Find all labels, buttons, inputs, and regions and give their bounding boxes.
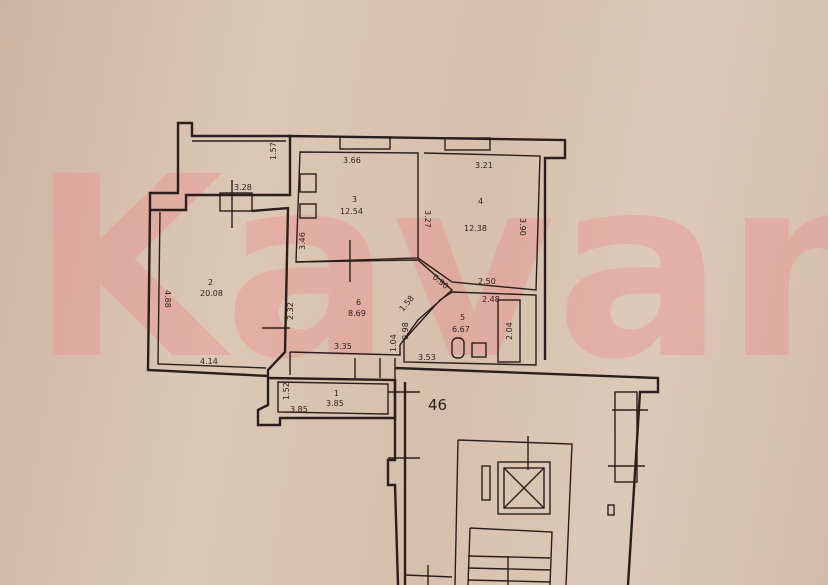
dim-3-21: 3.21 bbox=[475, 161, 493, 170]
room-5: 2.48 5 6.67 3.53 0.98 2.04 bbox=[401, 291, 537, 366]
apartment-number: 46 bbox=[428, 396, 447, 414]
dim-2-50: 2.50 bbox=[478, 277, 496, 286]
room-2-area: 20.08 bbox=[200, 289, 223, 298]
dim-0-98: 0.98 bbox=[401, 322, 410, 340]
stairwell: 46 bbox=[386, 366, 660, 585]
room-6: 6 8.69 3.35 2.32 1.04 1.58 bbox=[286, 259, 454, 356]
dim-3-35: 3.35 bbox=[334, 342, 352, 351]
room-2-number: 2 bbox=[208, 278, 213, 287]
dim-2-32: 2.32 bbox=[286, 302, 295, 320]
room-6-number: 6 bbox=[356, 298, 361, 307]
dim-3-28: 3.28 bbox=[234, 183, 252, 192]
watermark: Kavan bbox=[30, 123, 828, 414]
dim-4-88: 4.88 bbox=[163, 290, 172, 308]
room-5-area: 6.67 bbox=[452, 325, 470, 334]
room-4-number: 4 bbox=[478, 197, 483, 206]
dim-3-27: 3.27 bbox=[423, 210, 432, 228]
room-6-area: 8.69 bbox=[348, 309, 366, 318]
room-3-area: 12.54 bbox=[340, 207, 363, 216]
dim-1-52: 1.52 bbox=[282, 382, 291, 400]
room-4-area: 12.38 bbox=[464, 224, 487, 233]
room-1-area: 3.85 bbox=[326, 399, 344, 408]
dim-1-04: 1.04 bbox=[389, 334, 398, 352]
dim-3-53: 3.53 bbox=[418, 353, 436, 362]
balcony bbox=[148, 121, 292, 228]
dim-2-04: 2.04 bbox=[505, 322, 514, 340]
dim-3-90: 3.90 bbox=[518, 218, 527, 236]
room-1-number: 1 bbox=[334, 389, 339, 398]
dim-4-14: 4.14 bbox=[200, 357, 218, 366]
room-5-number: 5 bbox=[460, 313, 465, 322]
dim-3-66: 3.66 bbox=[343, 156, 361, 165]
room-3-number: 3 bbox=[352, 195, 357, 204]
dim-3-46: 3.46 bbox=[298, 232, 307, 250]
dim-1-57: 1.57 bbox=[269, 142, 278, 160]
dim-3-85: 3.85 bbox=[290, 405, 308, 414]
dim-2-48: 2.48 bbox=[482, 295, 500, 304]
room-2: 2 20.08 4.88 4.14 3.28 1.57 bbox=[146, 142, 290, 378]
